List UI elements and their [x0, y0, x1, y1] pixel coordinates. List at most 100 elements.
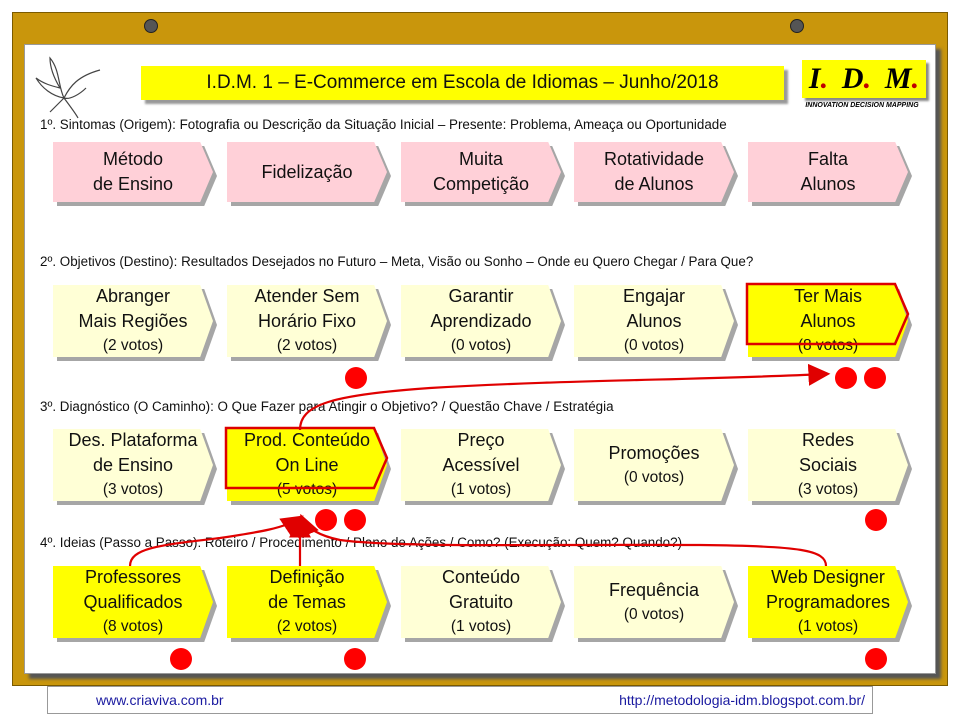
card-highlight-outline: [745, 282, 910, 346]
logo-dot: .: [911, 62, 920, 95]
vote-dot: [345, 367, 367, 389]
card-label-line: Frequência: [608, 579, 700, 600]
card-label-line: de Ensino: [92, 174, 174, 194]
card-label-line: Professores: [84, 567, 182, 587]
logo-dot: .: [863, 62, 872, 95]
logo-dot: .: [820, 62, 829, 95]
card-label-line: Atender Sem: [254, 286, 360, 306]
card-votes: (0 votos): [623, 337, 685, 354]
vote-dot: [170, 648, 192, 670]
card-label-line: Alunos: [800, 174, 856, 194]
card-label-line: Muita: [458, 149, 503, 169]
section-heading-sintomas: 1º. Sintomas (Origem): Fotografia ou Des…: [40, 117, 727, 132]
card-label-line: Garantir: [448, 286, 514, 306]
card-votes: (0 votos): [623, 605, 685, 623]
card-label-line: Qualificados: [83, 592, 183, 612]
card-label-line: Fidelização: [261, 161, 353, 182]
section-heading-objetivos: 2º. Objetivos (Destino): Resultados Dese…: [40, 254, 754, 269]
card-votes: (8 votos): [797, 337, 859, 354]
card-highlight-outline: [224, 426, 389, 490]
card-label-line: Definição: [269, 567, 345, 587]
card-votes: (2 votos): [276, 337, 338, 354]
card-label-line: Des. Plataforma: [68, 430, 198, 450]
logo-letter-i: I: [808, 62, 821, 95]
card-label-line: de Alunos: [614, 174, 694, 194]
card-des-plataforma-de-ensino: Des. Plataforma de Ensino (3 votos): [53, 429, 213, 501]
card-frequencia: Frequência (0 votos): [574, 566, 734, 638]
card-label-line: Conteúdo: [441, 567, 521, 587]
card-label-line: de Temas: [268, 592, 346, 612]
card-label-line: Redes: [801, 430, 855, 450]
vote-dot: [835, 367, 857, 389]
card-label-line: Prod. Conteúdo: [243, 430, 371, 450]
vote-dot: [344, 648, 366, 670]
card-label-line: Promoções: [608, 442, 700, 463]
nail-right: [790, 19, 804, 33]
card-label-line: Horário Fixo: [257, 311, 357, 331]
card-label-line: Alunos: [626, 311, 682, 331]
vote-dot: [864, 367, 886, 389]
card-label-line: Gratuito: [448, 592, 514, 612]
card-definicao-de-temas: Definição de Temas (2 votos): [227, 566, 387, 638]
card-votes: (3 votos): [797, 481, 859, 498]
card-label-line: Método: [102, 149, 164, 169]
footer-bar: www.criaviva.com.br http://metodologia-i…: [47, 686, 873, 714]
card-fidelizacao: Fidelização: [227, 142, 387, 202]
card-votes: (8 votos): [102, 618, 164, 635]
card-votes: (2 votos): [102, 337, 164, 354]
card-label-line: Rotatividade: [603, 149, 705, 169]
vote-dot: [344, 509, 366, 531]
card-label-line: Alunos: [800, 311, 856, 331]
card-promocoes: Promoções (0 votos): [574, 429, 734, 501]
idm-logo: I. D. M.: [802, 60, 926, 98]
footer-link-criaviva[interactable]: www.criaviva.com.br: [96, 692, 224, 708]
footer-link-blog[interactable]: http://metodologia-idm.blogspot.com.br/: [619, 692, 865, 708]
card-label-line: Ter Mais: [793, 286, 862, 306]
card-votes: (1 votos): [797, 618, 859, 635]
nail-left: [144, 19, 158, 33]
diagram-title: I.D.M. 1 – E-Commerce em Escola de Idiom…: [141, 66, 784, 100]
bird-logo-icon: [35, 56, 101, 119]
card-label-line: On Line: [275, 455, 339, 475]
card-votes: (2 votos): [276, 618, 338, 635]
card-label-line: Mais Regiões: [78, 311, 188, 331]
logo-letter-m: M: [884, 62, 912, 95]
card-label-line: Programadores: [765, 592, 891, 612]
card-votes: (5 votos): [276, 481, 338, 498]
vote-dot: [865, 648, 887, 670]
card-votes: (3 votos): [102, 481, 164, 498]
vote-dot: [315, 509, 337, 531]
logo-letter-d: D: [841, 62, 864, 95]
card-label-line: Web Designer: [771, 567, 885, 587]
card-votes: (0 votos): [450, 337, 512, 354]
card-label-line: Preço: [457, 430, 505, 450]
card-metodo-de-ensino: Método de Ensino: [53, 142, 213, 202]
card-votes: (1 votos): [450, 618, 512, 635]
card-rotatividade-de-alunos: Rotatividade de Alunos: [574, 142, 734, 202]
card-votes: (0 votos): [623, 468, 685, 486]
card-label-line: Engajar: [622, 286, 686, 306]
card-label-line: Aprendizado: [430, 311, 532, 331]
section-heading-ideias: 4º. Ideias (Passo a Passo): Roteiro / Pr…: [40, 535, 683, 550]
logo-tagline: INNOVATION DECISION MAPPING: [805, 102, 919, 109]
section-heading-diagnostico: 3º. Diagnóstico (O Caminho): O Que Fazer…: [40, 399, 614, 414]
card-label-line: Acessível: [442, 455, 520, 475]
card-label-line: Sociais: [798, 455, 858, 475]
vote-dot: [865, 509, 887, 531]
card-label-line: Competição: [432, 174, 530, 194]
card-votes: (1 votos): [450, 481, 512, 498]
card-label-line: de Ensino: [92, 455, 174, 475]
card-label-line: Falta: [807, 149, 849, 169]
card-label-line: Abranger: [95, 286, 171, 306]
